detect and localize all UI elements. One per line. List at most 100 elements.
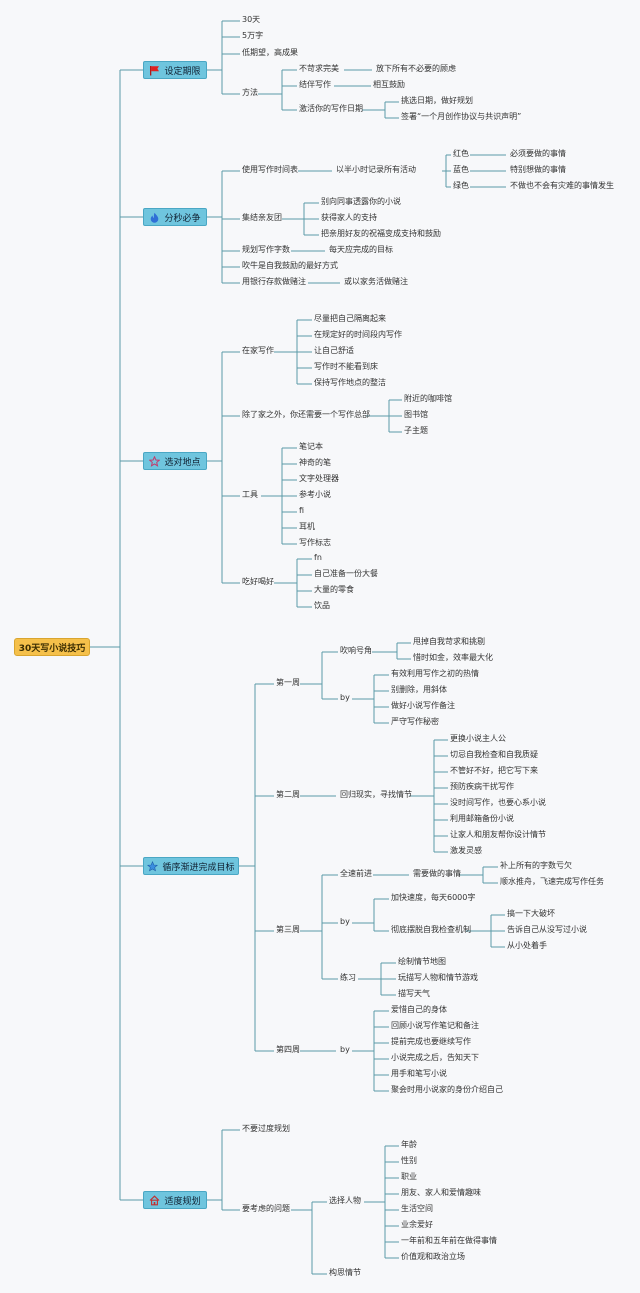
node-tidy[interactable]: 保持写作地点的整洁 (314, 378, 386, 387)
node-reference-novels[interactable]: 参考小说 (299, 490, 331, 499)
node-bank-bet[interactable]: 用银行存款做赌注 (242, 277, 306, 286)
node-notebook[interactable]: 笔记本 (299, 442, 323, 451)
node-blessings[interactable]: 把亲朋好友的祝福变成支持和鼓励 (321, 229, 441, 238)
node-finish-fast[interactable]: 顺水推舟，飞速完成写作任务 (500, 877, 604, 886)
node-job[interactable]: 职业 (401, 1172, 417, 1181)
node-sound-horn[interactable]: 吹响号角 (340, 646, 372, 655)
node-daily-target[interactable]: 每天应完成的目标 (329, 245, 393, 254)
node-word-processor[interactable]: 文字处理器 (299, 474, 339, 483)
node-week-4[interactable]: 第四周 (276, 1045, 300, 1054)
node-full-speed[interactable]: 全速前进 (340, 869, 372, 878)
node-gender[interactable]: 性别 (401, 1156, 417, 1165)
node-relations[interactable]: 朋友、家人和爱情趣味 (401, 1188, 481, 1197)
node-subtopic[interactable]: 子主题 (404, 426, 428, 435)
node-handwrite[interactable]: 用手和笔写小说 (391, 1069, 447, 1078)
node-write-it-down[interactable]: 不管好不好，把它写下来 (450, 766, 538, 775)
node-week-3[interactable]: 第三周 (276, 925, 300, 934)
node-no-over-planning[interactable]: 不要过度规划 (242, 1124, 290, 1133)
node-schedule[interactable]: 使用写作时间表 (242, 165, 298, 174)
node-week-2[interactable]: 第二周 (276, 790, 300, 799)
node-half-hour-log[interactable]: 以半小时记录所有活动 (336, 165, 416, 174)
node-health[interactable]: 爱惜自己的身体 (391, 1005, 447, 1014)
node-isolate[interactable]: 尽量把自己隔离起来 (314, 314, 386, 323)
node-red[interactable]: 红色 (453, 149, 469, 158)
node-brag[interactable]: 吹牛是自我鼓励的最好方式 (242, 261, 338, 270)
node-friends[interactable]: 集结亲友团 (242, 213, 282, 222)
node-headphones[interactable]: 耳机 (299, 522, 315, 531)
node-headquarters[interactable]: 除了家之外，你还需要一个写作总部 (242, 410, 370, 419)
node-blue[interactable]: 蓝色 (453, 165, 469, 174)
node-back-to-reality[interactable]: 回归现实，寻找情节 (340, 790, 412, 799)
node-fn[interactable]: fn (314, 553, 322, 562)
node-notes[interactable]: 做好小说写作备注 (391, 701, 455, 710)
node-family-support[interactable]: 获得家人的支持 (321, 213, 377, 222)
node-no-bed[interactable]: 写作时不能看到床 (314, 362, 378, 371)
node-character-game[interactable]: 玩描写人物和情节游戏 (398, 973, 478, 982)
node-pick-date[interactable]: 挑选日期，做好规划 (401, 96, 473, 105)
section-node-time[interactable]: 分秒必争 (143, 208, 207, 226)
node-green[interactable]: 绿色 (453, 181, 469, 190)
node-activate-date[interactable]: 激活你的写作日期 (299, 104, 363, 113)
node-fi[interactable]: fi (299, 506, 305, 515)
node-email-backup[interactable]: 利用邮箱备份小说 (450, 814, 514, 823)
node-hobbies[interactable]: 业余爱好 (401, 1220, 433, 1229)
node-dont-tell[interactable]: 别向同事透露你的小说 (321, 197, 401, 206)
node-living-space[interactable]: 生活空间 (401, 1204, 433, 1213)
node-50k-words[interactable]: 5万字 (242, 31, 264, 40)
node-practice[interactable]: 练习 (340, 973, 356, 982)
node-keep-novel-in-mind[interactable]: 没时间写作，也要心系小说 (450, 798, 546, 807)
node-chore-bet[interactable]: 或以家务活做赌注 (344, 277, 408, 286)
node-fixed-time[interactable]: 在规定好的时间段内写作 (314, 330, 402, 339)
node-encourage[interactable]: 相互鼓励 (373, 80, 405, 89)
section-node-place[interactable]: 选对地点 (143, 452, 207, 470)
section-node-deadline[interactable]: 设定期限 (143, 61, 207, 79)
node-by-week-3[interactable]: by (340, 917, 350, 926)
node-never-written[interactable]: 告诉自己从没写过小说 (507, 925, 587, 934)
node-time-is-gold[interactable]: 惜时如金，效率最大化 (413, 653, 493, 662)
node-keep-writing[interactable]: 提前完成也要继续写作 (391, 1037, 471, 1046)
node-plot-map[interactable]: 绘制情节地图 (398, 957, 446, 966)
section-node-planning[interactable]: 适度规划 (143, 1191, 207, 1209)
node-plot[interactable]: 构思情节 (329, 1268, 361, 1277)
node-blue-value[interactable]: 特别想做的事情 (510, 165, 566, 174)
node-write-together[interactable]: 结伴写作 (299, 80, 331, 89)
node-introduce-self[interactable]: 聚会时用小说家的身份介绍自己 (391, 1085, 503, 1094)
node-sign-agreement[interactable]: 签署“一个月创作协议与共识声明” (401, 112, 522, 121)
node-word-count[interactable]: 规划写作字数 (242, 245, 290, 254)
node-use-italics[interactable]: 别删除，用斜体 (391, 685, 447, 694)
node-writing-sign[interactable]: 写作标志 (299, 538, 331, 547)
section-node-progress[interactable]: 循序渐进完成目标 (143, 857, 239, 875)
node-things-to-do[interactable]: 需要做的事情 (413, 869, 461, 878)
node-low-expectation[interactable]: 低期望，高成果 (242, 48, 298, 57)
node-6000-words[interactable]: 加快速度，每天6000字 (391, 893, 476, 902)
node-inspiration[interactable]: 激发灵感 (450, 846, 482, 855)
node-review-notes[interactable]: 回顾小说写作笔记和备注 (391, 1021, 479, 1030)
node-values[interactable]: 价值观和政治立场 (401, 1252, 465, 1261)
node-destroy[interactable]: 搞一下大破坏 (507, 909, 555, 918)
node-change-protagonist[interactable]: 更换小说主人公 (450, 734, 506, 743)
node-let-go-worries[interactable]: 放下所有不必要的顾虑 (376, 64, 456, 73)
node-by-week-4[interactable]: by (340, 1045, 350, 1054)
node-home-writing[interactable]: 在家写作 (242, 346, 274, 355)
node-no-self-check[interactable]: 切忌自我检查和自我质疑 (450, 750, 538, 759)
node-by-week-1[interactable]: by (340, 693, 350, 702)
node-cafe[interactable]: 附近的咖啡馆 (404, 394, 452, 403)
node-start-small[interactable]: 从小处着手 (507, 941, 547, 950)
node-family-plot[interactable]: 让家人和朋友帮你设计情节 (450, 830, 546, 839)
node-avoid-illness[interactable]: 预防疾病干扰写作 (450, 782, 514, 791)
node-method[interactable]: 方法 (242, 88, 258, 97)
node-big-meal[interactable]: 自己准备一份大餐 (314, 569, 378, 578)
node-library[interactable]: 图书馆 (404, 410, 428, 419)
node-questions[interactable]: 要考虑的问题 (242, 1204, 290, 1213)
node-use-enthusiasm[interactable]: 有效利用写作之初的热情 (391, 669, 479, 678)
node-make-up-words[interactable]: 补上所有的字数亏欠 (500, 861, 572, 870)
node-green-value[interactable]: 不做也不会有灾难的事情发生 (510, 181, 614, 190)
node-30-days[interactable]: 30天 (242, 15, 261, 24)
root-node[interactable]: 30天写小说技巧 (14, 638, 90, 656)
node-keep-secret[interactable]: 严守写作秘密 (391, 717, 439, 726)
node-choose-characters[interactable]: 选择人物 (329, 1196, 361, 1205)
node-drop-perfectionism[interactable]: 甩掉自我苛求和挑剔 (413, 637, 485, 646)
node-no-perfection[interactable]: 不苛求完美 (299, 64, 339, 73)
node-week-1[interactable]: 第一周 (276, 678, 300, 687)
node-weather[interactable]: 描写天气 (398, 989, 430, 998)
